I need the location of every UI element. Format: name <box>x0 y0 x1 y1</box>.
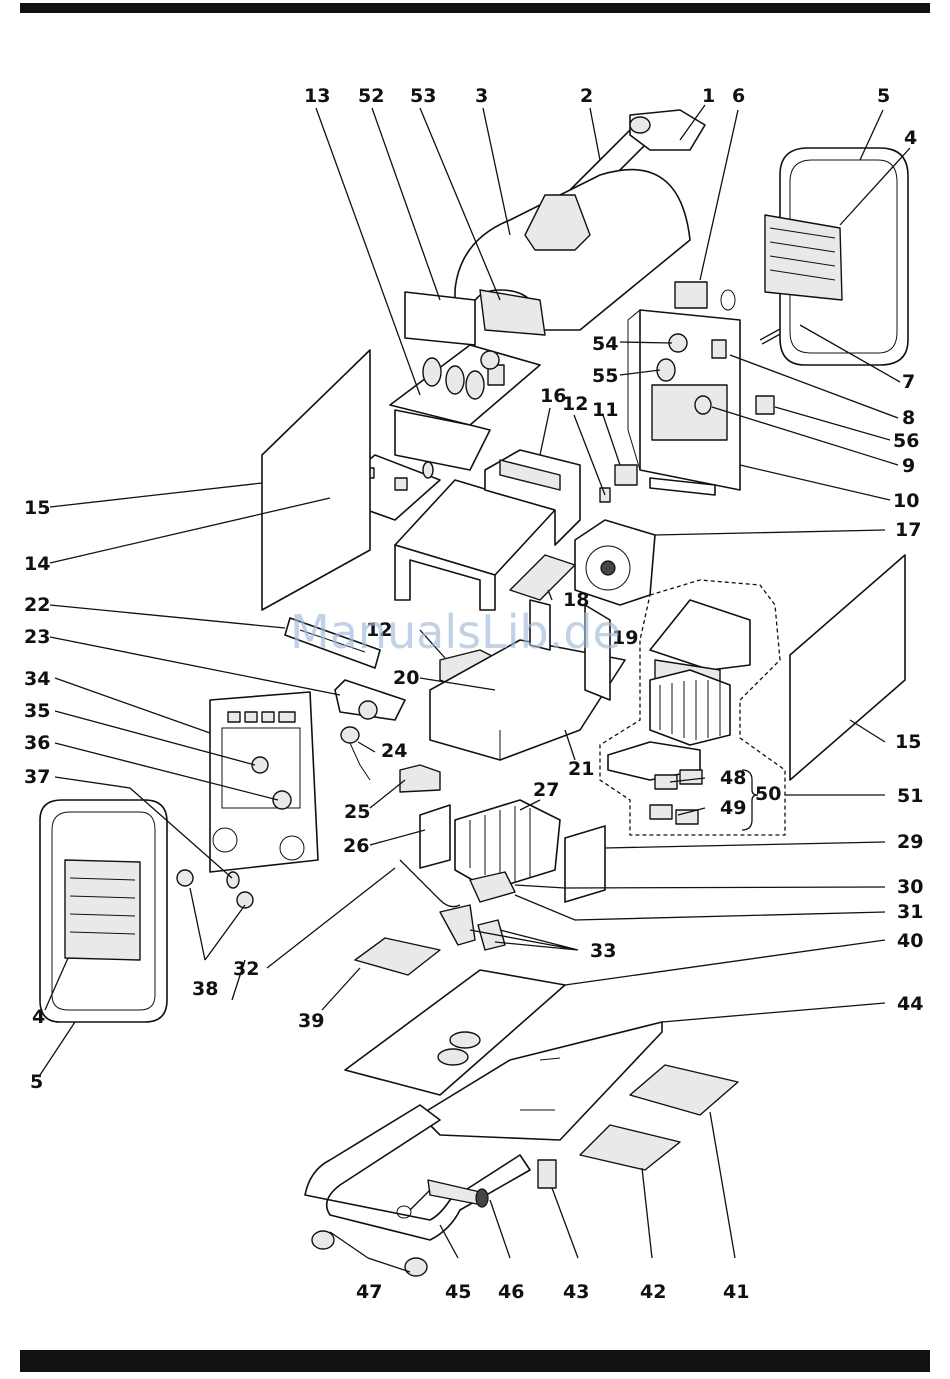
label-6: 6 <box>732 85 745 107</box>
label-38: 38 <box>192 978 218 1000</box>
label-5-top: 5 <box>877 85 890 107</box>
label-41: 41 <box>723 1281 749 1303</box>
front-grille-4 <box>65 860 140 960</box>
label-10: 10 <box>893 490 919 512</box>
label-29: 29 <box>897 831 923 853</box>
label-32: 32 <box>233 958 259 980</box>
label-22: 22 <box>24 594 50 616</box>
socket-38a <box>177 870 193 886</box>
board-41 <box>630 1065 738 1115</box>
label-30: 30 <box>897 876 923 898</box>
part-56 <box>756 396 774 414</box>
board-39 <box>355 938 440 975</box>
label-20: 20 <box>393 667 419 689</box>
label-51: 51 <box>897 785 923 807</box>
bracket-33 <box>440 905 505 950</box>
label-11: 11 <box>592 399 618 421</box>
feet-47 <box>312 1231 427 1276</box>
label-26: 26 <box>343 835 369 857</box>
side-panel-left <box>262 350 370 610</box>
label-48: 48 <box>720 767 746 789</box>
cable-8 <box>712 340 726 358</box>
label-53: 53 <box>410 85 436 107</box>
fitting-9 <box>695 396 711 414</box>
front-panel-34 <box>210 692 318 872</box>
label-33: 33 <box>590 940 616 962</box>
label-17: 17 <box>895 519 921 541</box>
label-50: 50 <box>755 783 781 805</box>
label-21: 21 <box>568 758 594 780</box>
label-49: 49 <box>720 797 746 819</box>
label-39: 39 <box>298 1010 324 1032</box>
board-29 <box>565 826 605 902</box>
label-35: 35 <box>24 700 50 722</box>
label-46: 46 <box>498 1281 524 1303</box>
cable-32 <box>400 860 460 907</box>
label-15-left: 15 <box>24 497 50 519</box>
rear-grille-4 <box>765 215 842 300</box>
label-25: 25 <box>344 801 370 823</box>
switch-11 <box>615 465 637 485</box>
label-24: 24 <box>381 740 407 762</box>
label-9: 9 <box>902 455 915 477</box>
cap-24 <box>341 727 370 780</box>
board-26 <box>420 805 450 868</box>
label-8: 8 <box>902 407 915 429</box>
label-55: 55 <box>592 365 618 387</box>
label-31: 31 <box>897 901 923 923</box>
label-4-top: 4 <box>904 127 917 149</box>
label-43: 43 <box>563 1281 589 1303</box>
label-42: 42 <box>640 1281 666 1303</box>
label-2: 2 <box>580 85 593 107</box>
label-45: 45 <box>445 1281 471 1303</box>
label-23: 23 <box>24 626 50 648</box>
label-36: 36 <box>24 732 50 754</box>
label-40: 40 <box>897 930 923 952</box>
rectifier-25 <box>400 765 440 792</box>
label-27: 27 <box>533 779 559 801</box>
label-44: 44 <box>897 993 923 1015</box>
label-34: 34 <box>24 668 50 690</box>
label-14: 14 <box>24 553 50 575</box>
label-4-bottom: 4 <box>32 1006 45 1028</box>
label-13: 13 <box>304 85 330 107</box>
label-16: 16 <box>540 385 566 407</box>
label-47: 47 <box>356 1281 382 1303</box>
label-15-right: 15 <box>895 731 921 753</box>
watermark: ManualsLib.de <box>290 605 621 659</box>
switch-6 <box>675 282 735 310</box>
side-panel-right <box>790 555 905 780</box>
board-42 <box>580 1125 680 1170</box>
label-56: 56 <box>893 430 919 452</box>
label-37: 37 <box>24 766 50 788</box>
label-3: 3 <box>475 85 488 107</box>
label-7: 7 <box>902 371 915 393</box>
label-5-bottom: 5 <box>30 1071 43 1093</box>
module-43 <box>538 1160 556 1188</box>
label-52: 52 <box>358 85 384 107</box>
label-54: 54 <box>592 333 618 355</box>
label-1: 1 <box>702 85 715 107</box>
